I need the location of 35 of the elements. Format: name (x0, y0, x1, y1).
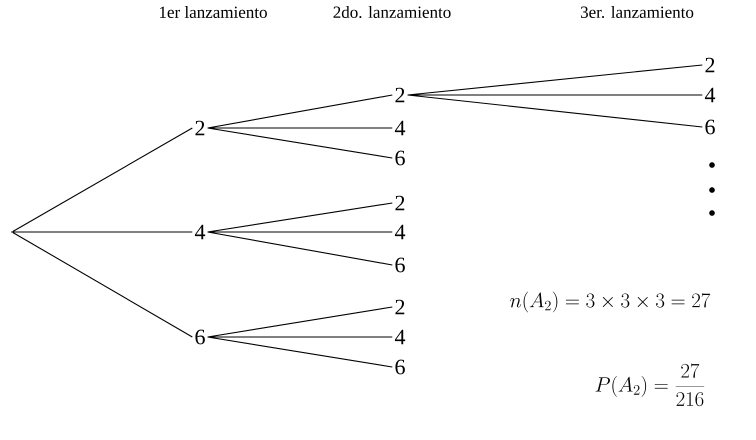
branch-line (208, 336, 392, 338)
tree-value: 6 (395, 258, 405, 272)
branch-line (208, 127, 392, 159)
branch-line (408, 64, 702, 96)
formula: $n(A_2) = 3 \times 3 \times 3 = 27$ (510, 292, 710, 312)
column-heading: 2do. lanzamiento (334, 6, 451, 18)
tree-value: 4 (394, 330, 406, 344)
branch-line (208, 231, 392, 266)
branch-line (408, 94, 702, 96)
branch-line (12, 231, 192, 233)
branch-line (12, 128, 193, 232)
branch-line (208, 127, 392, 129)
branch-line (208, 231, 392, 233)
column-heading: 1er lanzamiento (160, 6, 267, 18)
tree-value: 4 (394, 120, 406, 136)
column-heading: 3er. lanzamiento (580, 6, 694, 18)
formula: $P(A_2) = \frac{27}{216}$ (596, 364, 704, 406)
tree-value: 6 (195, 330, 205, 344)
tree-value: 6 (395, 150, 405, 166)
tree-value: 2 (705, 58, 714, 72)
tree-value: 6 (395, 360, 405, 374)
branch-line (12, 232, 193, 338)
branch-line (208, 306, 392, 338)
tree-value: 2 (395, 88, 404, 102)
branch-line (408, 94, 702, 128)
branch-line (208, 94, 392, 129)
tree-value: 4 (394, 224, 406, 240)
branch-line (208, 336, 392, 368)
tree-value: 2 (395, 196, 404, 210)
tree-value: 2 (195, 120, 204, 136)
tree-value: 2 (395, 300, 404, 314)
tree-value: 4 (704, 88, 716, 102)
branch-line (208, 202, 392, 233)
tree-value: 6 (705, 120, 715, 134)
tree-value: 4 (194, 224, 206, 240)
